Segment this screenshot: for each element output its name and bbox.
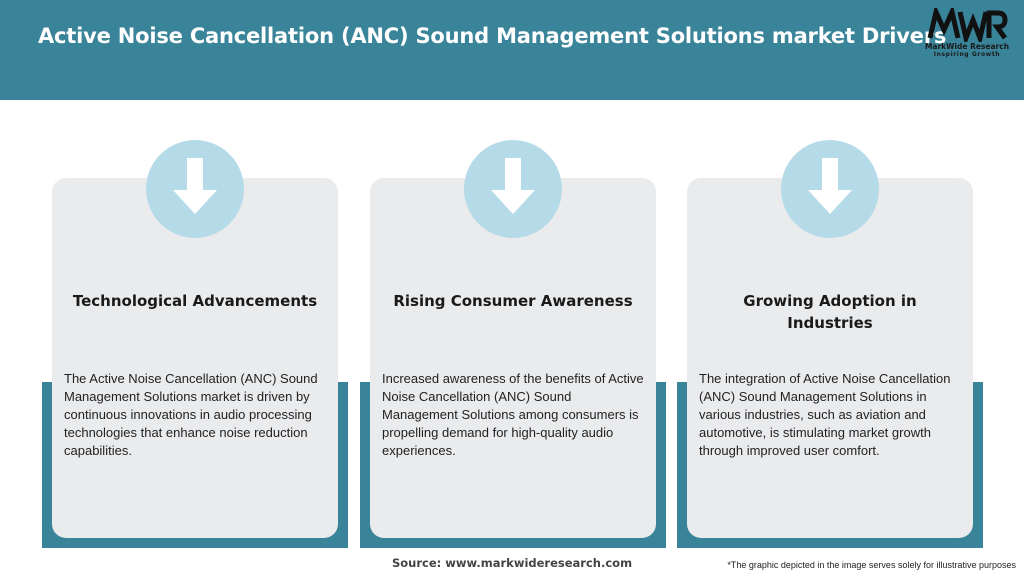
card-text: Increased awareness of the benefits of A… [382, 371, 644, 458]
driver-card-industry-adoption: Growing Adoption in Industries The integ… [677, 140, 983, 548]
card-title: Growing Adoption in Industries [743, 292, 917, 332]
page-title: Active Noise Cancellation (ANC) Sound Ma… [38, 24, 947, 48]
card-panel: Rising Consumer Awareness Increased awar… [370, 178, 656, 538]
card-title: Technological Advancements [72, 292, 318, 310]
logo-name: MarkWide Research [924, 42, 1010, 51]
markwide-logo[interactable]: MarkWide Research Inspiring Growth [918, 8, 1016, 66]
card-panel: Growing Adoption in Industries The integ… [687, 178, 973, 538]
driver-card-consumer-awareness: Rising Consumer Awareness Increased awar… [360, 140, 666, 548]
mwr-logo-icon [927, 8, 1008, 42]
disclaimer-note: *The graphic depicted in the image serve… [727, 560, 1016, 570]
card-text: The integration of Active Noise Cancella… [699, 371, 951, 458]
card-title: Rising Consumer Awareness [393, 292, 633, 310]
logo-tagline: Inspiring Growth [933, 51, 1001, 58]
source-credit: Source: www.markwideresearch.com [392, 556, 633, 570]
arrow-down-icon [146, 140, 244, 238]
arrow-down-icon [781, 140, 879, 238]
header-banner: Active Noise Cancellation (ANC) Sound Ma… [0, 0, 1024, 100]
card-panel: Technological Advancements The Active No… [52, 178, 338, 538]
card-text: The Active Noise Cancellation (ANC) Soun… [64, 371, 318, 458]
arrow-down-icon [464, 140, 562, 238]
driver-card-technological: Technological Advancements The Active No… [42, 140, 348, 548]
